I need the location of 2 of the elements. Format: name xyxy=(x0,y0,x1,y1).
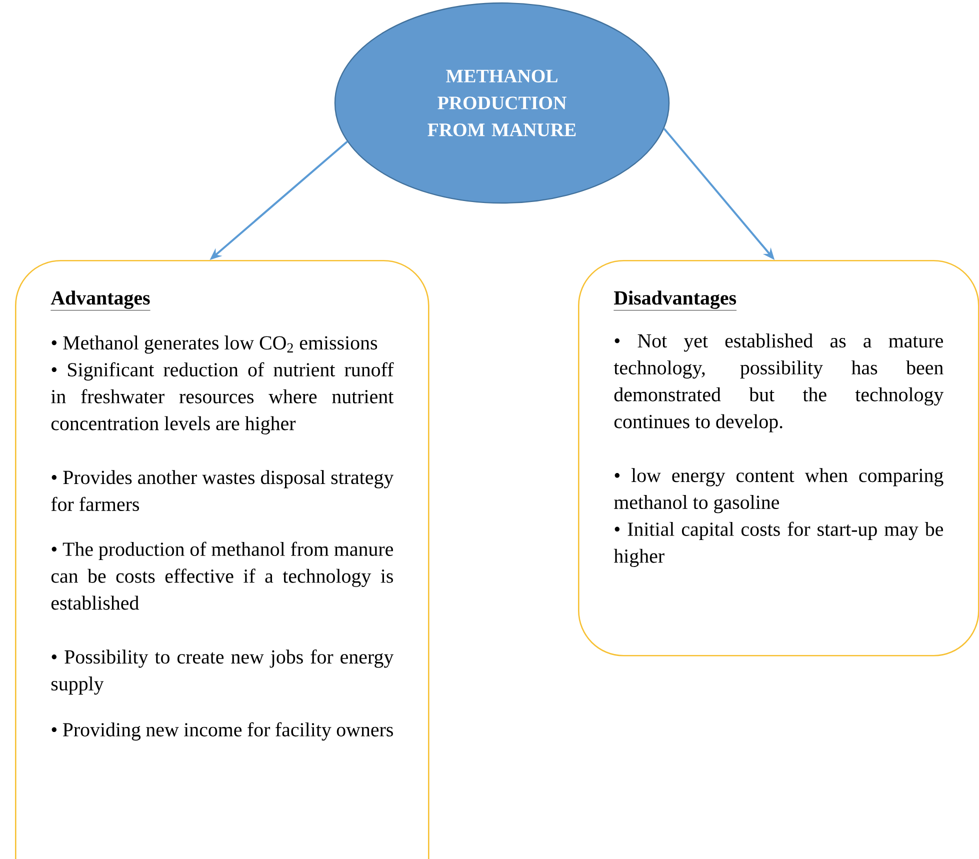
text-box: Advantages • Methanol generates low CO$_{2}$ emissions • Significant reduction of nutrient runoff in freshwater resources where nutrient concentration levels are higher • Provides another wastes disposal strategy for farmers • The production of methanol from manure can be costs effective if a technology is established • Possibility to create new jobs for energy supply • Providing new income for facility owners xyxy=(15,260,430,859)
text-box: Disadvantages • Not yet established as a mature technology, possibility has been demonstrated but the technology continues to develop. • low energy content when comparing methanol to gasoline • Initial capital costs for start-up may be higher xyxy=(578,260,979,656)
